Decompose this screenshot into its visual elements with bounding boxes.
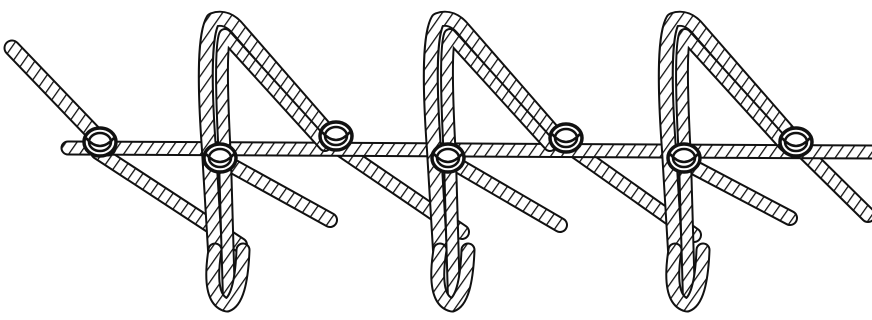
lower-strand-2 xyxy=(218,158,330,220)
lower-strand-4 xyxy=(445,158,560,225)
knot-3 xyxy=(320,122,352,150)
knot-6 xyxy=(668,144,700,172)
knot-5 xyxy=(550,124,582,152)
knot-1 xyxy=(84,128,116,156)
knot-2 xyxy=(204,144,236,172)
main-horizontal-rope xyxy=(68,148,872,152)
knot-7 xyxy=(780,128,812,156)
knot-4 xyxy=(432,144,464,172)
